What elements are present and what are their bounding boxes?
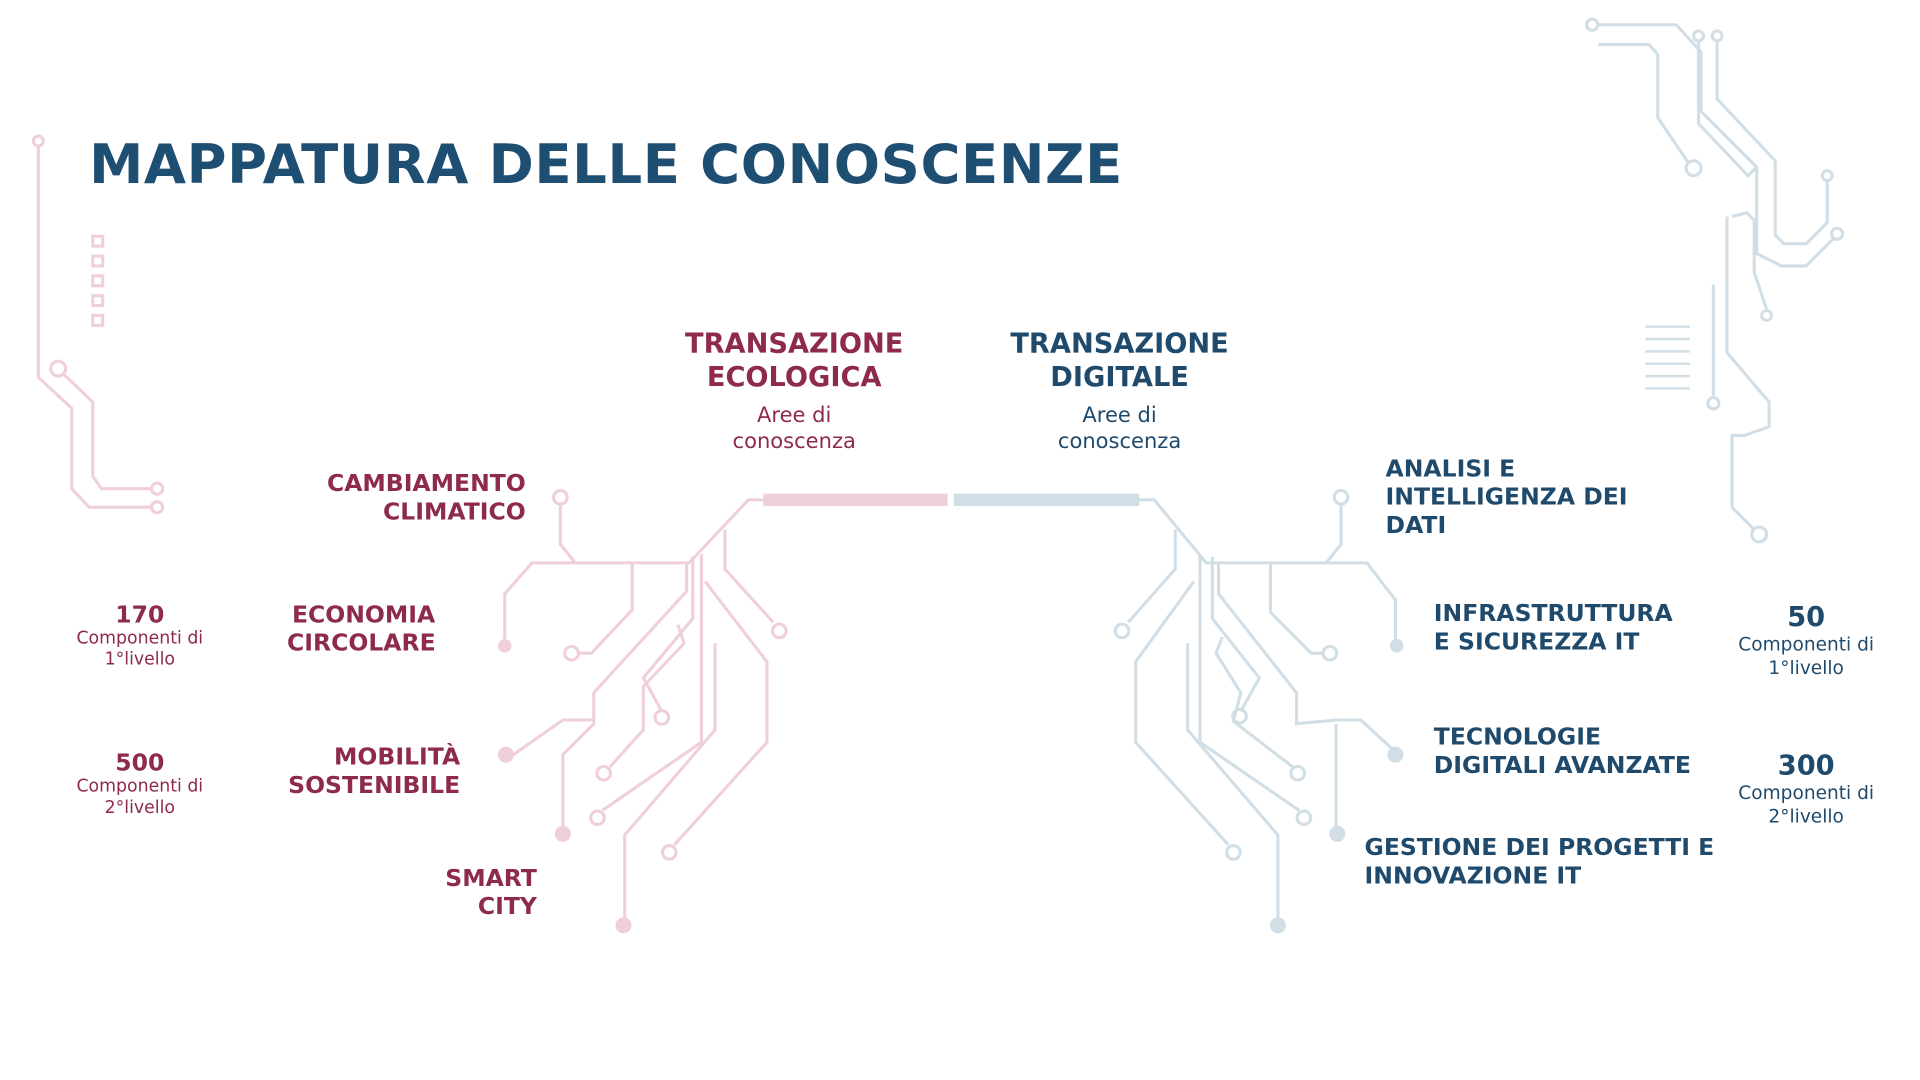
- area-analisi-dati: ANALISI E INTELLIGENZA DEI DATI: [1386, 455, 1628, 540]
- ecological-subtitle: Aree di conoscenza: [658, 403, 930, 455]
- stat-level1-ecological: 170 Componenti di 1°livello: [53, 601, 226, 670]
- stat-value: 300: [1777, 750, 1835, 782]
- digital-subtitle: Aree di conoscenza: [983, 403, 1255, 455]
- stat-value: 170: [115, 601, 165, 629]
- area-line: DATI: [1385, 512, 1447, 540]
- ecological-title-line2: ECOLOGICA: [706, 362, 882, 394]
- area-cambiamento-climatico: CAMBIAMENTO CLIMATICO: [327, 470, 526, 527]
- stat-label: Componenti di: [1738, 781, 1875, 805]
- area-gestione-progetti: GESTIONE DEI PROGETTI E INNOVAZIONE IT: [1365, 834, 1715, 891]
- ecological-sub-line2: conoscenza: [732, 429, 856, 455]
- area-line: CAMBIAMENTO: [326, 470, 526, 498]
- area-line: CITY: [477, 893, 537, 921]
- area-line: E SICUREZZA IT: [1433, 628, 1640, 656]
- area-mobilita-sostenibile: MOBILITÀ SOSTENIBILE: [288, 743, 460, 800]
- digital-sub-line1: Aree di: [1082, 403, 1157, 429]
- digital-circuit: [1113, 17, 1845, 918]
- area-line: ECONOMIA: [291, 601, 436, 629]
- ecological-circuit: [31, 134, 788, 918]
- area-line: SOSTENIBILE: [288, 771, 461, 800]
- area-line: INNOVAZIONE IT: [1364, 862, 1582, 890]
- digital-title-line2: DIGITALE: [1050, 362, 1189, 394]
- area-infrastruttura-sicurezza: INFRASTRUTTURA E SICUREZZA IT: [1434, 600, 1673, 657]
- stat-value: 50: [1787, 602, 1826, 634]
- stat-label: 1°livello: [104, 649, 176, 670]
- area-line: CLIMATICO: [383, 498, 526, 526]
- digital-heading: TRANSAZIONE DIGITALE: [983, 328, 1255, 395]
- area-line: CIRCOLARE: [287, 629, 436, 657]
- ecological-sub-line1: Aree di: [757, 403, 832, 429]
- ecological-dots: [497, 493, 948, 934]
- stat-label: Componenti di: [76, 776, 204, 797]
- area-line: TECNOLOGIE: [1433, 723, 1602, 751]
- area-smart-city: SMART CITY: [445, 865, 537, 922]
- area-line: GESTIONE DEI PROGETTI E: [1364, 833, 1715, 862]
- area-economia-circolare: ECONOMIA CIRCOLARE: [287, 601, 436, 658]
- digital-title-line1: TRANSAZIONE: [1010, 329, 1229, 360]
- digital-dots: [953, 493, 1404, 934]
- page-title: MAPPATURA DELLE CONOSCENZE: [89, 133, 1123, 197]
- area-line: DIGITALI AVANZATE: [1433, 752, 1691, 780]
- digital-sub-line2: conoscenza: [1057, 429, 1182, 455]
- ecological-heading: TRANSAZIONE ECOLOGICA: [658, 328, 930, 395]
- area-line: SMART: [445, 864, 537, 892]
- ecological-title-line1: TRANSAZIONE: [685, 329, 904, 360]
- stat-label: 2°livello: [1768, 805, 1844, 828]
- stat-label: 1°livello: [1768, 656, 1844, 680]
- area-tecnologie-digitali: TECNOLOGIE DIGITALI AVANZATE: [1434, 724, 1691, 781]
- stat-label: Componenti di: [76, 628, 204, 649]
- area-line: ANALISI E: [1385, 455, 1516, 483]
- stat-label: 2°livello: [104, 797, 176, 818]
- area-line: INFRASTRUTTURA: [1433, 599, 1673, 628]
- area-line: INTELLIGENZA DEI: [1385, 483, 1628, 511]
- stat-level2-ecological: 500 Componenti di 2°livello: [53, 750, 226, 819]
- stat-level2-digital: 300 Componenti di 2°livello: [1720, 751, 1893, 829]
- stat-value: 500: [115, 749, 165, 777]
- area-line: MOBILITÀ: [334, 743, 461, 771]
- stat-label: Componenti di: [1738, 633, 1875, 656]
- stat-level1-digital: 50 Componenti di 1°livello: [1720, 602, 1893, 680]
